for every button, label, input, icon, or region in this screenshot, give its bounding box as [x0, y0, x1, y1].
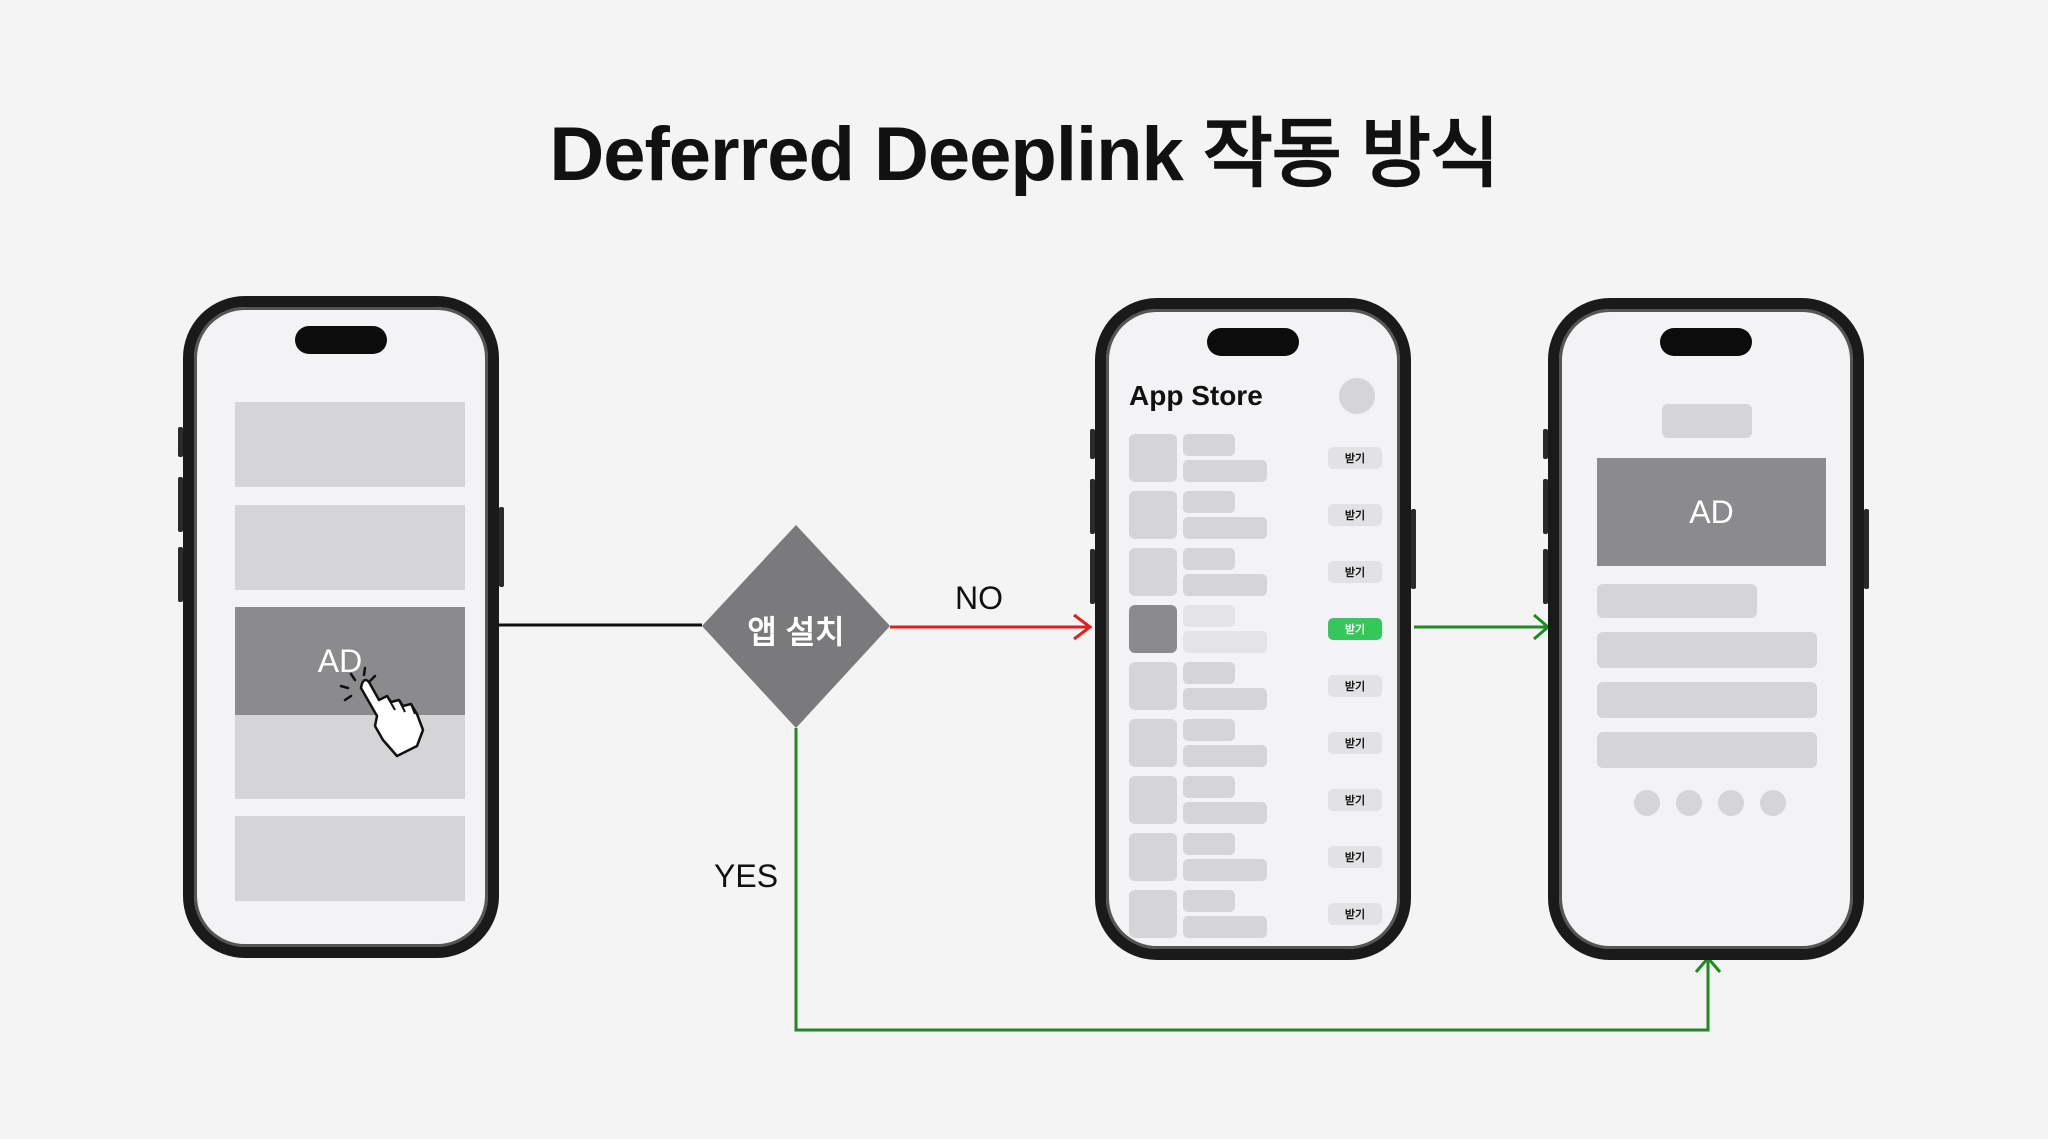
get-button[interactable]: 받기 [1328, 504, 1382, 526]
decision-diamond [702, 525, 890, 728]
content-placeholder [1597, 584, 1757, 618]
get-button[interactable]: 받기 [1328, 675, 1382, 697]
app-name-placeholder [1183, 662, 1235, 684]
get-button[interactable]: 받기 [1328, 561, 1382, 583]
side-button [1411, 509, 1416, 589]
ad-label: AD [317, 642, 363, 679]
app-subtitle-placeholder [1183, 859, 1267, 881]
app-name-placeholder [1183, 434, 1235, 456]
side-button [1864, 509, 1869, 589]
content-placeholder [1597, 732, 1817, 768]
side-button [1090, 429, 1095, 459]
phone-screen: AD [197, 310, 485, 944]
side-button [1090, 479, 1095, 534]
get-button[interactable]: 받기 [1328, 846, 1382, 868]
app-icon[interactable] [1129, 833, 1177, 881]
get-button[interactable]: 받기 [1328, 732, 1382, 754]
app-icon[interactable] [1129, 491, 1177, 539]
no-arrow-head [1073, 613, 1093, 641]
content-placeholder [1597, 632, 1817, 668]
dynamic-island [295, 326, 387, 354]
app-subtitle-placeholder [1183, 688, 1267, 710]
app-subtitle-placeholder [1183, 745, 1267, 767]
no-label: NO [955, 580, 1003, 616]
get-button[interactable]: 받기 [1328, 903, 1382, 925]
side-button [178, 547, 183, 602]
content-placeholder [235, 505, 465, 590]
app-icon[interactable] [1129, 719, 1177, 767]
header-placeholder [1662, 404, 1752, 438]
side-button [1543, 549, 1548, 604]
app-icon[interactable] [1129, 605, 1177, 653]
page-dot [1676, 790, 1702, 816]
content-placeholder [1597, 682, 1817, 718]
yes-arrow-line [794, 728, 1710, 1032]
app-icon[interactable] [1129, 548, 1177, 596]
decision-label: 앱 설치 [747, 614, 845, 650]
app-name-placeholder [1183, 890, 1235, 912]
dynamic-island [1660, 328, 1752, 356]
get-button[interactable]: 받기 [1328, 618, 1382, 640]
app-subtitle-placeholder [1183, 802, 1267, 824]
app-store-title: App Store [1129, 380, 1263, 411]
app-name-placeholder [1183, 491, 1235, 513]
app-icon[interactable] [1129, 434, 1177, 482]
dynamic-island [1207, 328, 1299, 356]
app-icon[interactable] [1129, 890, 1177, 938]
side-button [178, 477, 183, 532]
app-icon[interactable] [1129, 662, 1177, 710]
phone-screen: AD [1562, 312, 1850, 946]
get-button[interactable]: 받기 [1328, 447, 1382, 469]
phone-ad-screen: AD [178, 296, 504, 958]
tap-hand-icon [339, 666, 425, 758]
side-button [178, 427, 183, 457]
content-placeholder [235, 715, 465, 799]
page-dot [1718, 790, 1744, 816]
app-subtitle-placeholder [1183, 460, 1267, 482]
app-subtitle-placeholder [1183, 916, 1267, 938]
app-name-placeholder [1183, 605, 1235, 627]
ad-content-banner: AD [1597, 458, 1826, 566]
side-button [1543, 479, 1548, 534]
side-button [1543, 429, 1548, 459]
ad-label: AD [1689, 493, 1734, 530]
app-name-placeholder [1183, 719, 1235, 741]
phone-app-landing: AD [1543, 298, 1869, 960]
page-dot [1634, 790, 1660, 816]
profile-avatar[interactable] [1339, 378, 1375, 414]
side-button [1090, 549, 1095, 604]
content-placeholder [235, 402, 465, 487]
app-icon[interactable] [1129, 776, 1177, 824]
page-dot [1760, 790, 1786, 816]
content-placeholder [235, 816, 465, 901]
app-subtitle-placeholder [1183, 631, 1267, 653]
app-subtitle-placeholder [1183, 517, 1267, 539]
app-name-placeholder [1183, 776, 1235, 798]
get-button[interactable]: 받기 [1328, 789, 1382, 811]
diagram-title: Deferred Deeplink 작동 방식 [549, 112, 1499, 197]
yes-label: YES [714, 858, 779, 894]
side-button [499, 507, 504, 587]
app-subtitle-placeholder [1183, 574, 1267, 596]
app-name-placeholder [1183, 548, 1235, 570]
app-name-placeholder [1183, 833, 1235, 855]
